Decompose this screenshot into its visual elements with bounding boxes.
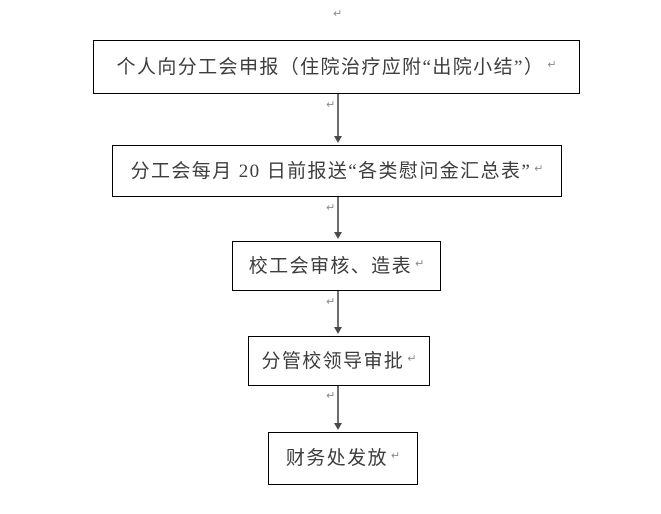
flowchart-node-3[interactable]: 校工会审核、造表 ↵: [232, 241, 441, 291]
paragraph-mark-icon: ↵: [326, 389, 336, 402]
flowchart-edge-3: [337, 291, 339, 330]
flowchart-edge-2: [337, 197, 339, 235]
flowchart-node-1-label: 个人向分工会申报（住院治疗应附“出院小结”）: [116, 56, 545, 78]
paragraph-mark-icon: ↵: [534, 161, 544, 175]
paragraph-mark-icon: ↵: [326, 201, 336, 214]
arrow-down-icon: [333, 136, 342, 143]
paragraph-mark-icon: ↵: [326, 98, 336, 111]
flowchart-node-5-label: 财务处发放: [285, 448, 388, 469]
flowchart-node-3-label: 校工会审核、造表: [248, 255, 412, 277]
paragraph-mark-icon: ↵: [333, 7, 343, 20]
paragraph-mark-icon: ↵: [414, 256, 425, 270]
flowchart-edge-4: [337, 386, 339, 426]
flowchart-node-1[interactable]: 个人向分工会申报（住院治疗应附“出院小结”） ↵: [93, 40, 580, 94]
flowchart-edge-1: [337, 94, 339, 139]
arrow-down-icon: [333, 327, 342, 334]
flowchart-node-2[interactable]: 分工会每月 20 日前报送“各类慰问金汇总表” ↵: [112, 145, 562, 197]
flowchart-node-2-label: 分工会每月 20 日前报送“各类慰问金汇总表”: [130, 160, 532, 182]
flowchart-node-5[interactable]: 财务处发放 ↵: [268, 432, 418, 485]
arrow-down-icon: [333, 232, 342, 239]
flowchart-node-4[interactable]: 分管校领导审批 ↵: [248, 336, 430, 386]
paragraph-mark-icon: ↵: [407, 351, 417, 365]
paragraph-mark-icon: ↵: [326, 295, 336, 308]
flowchart-node-4-label: 分管校领导审批: [261, 350, 405, 372]
arrow-down-icon: [333, 423, 342, 430]
paragraph-mark-icon: ↵: [390, 449, 401, 462]
paragraph-mark-icon: ↵: [547, 57, 557, 71]
